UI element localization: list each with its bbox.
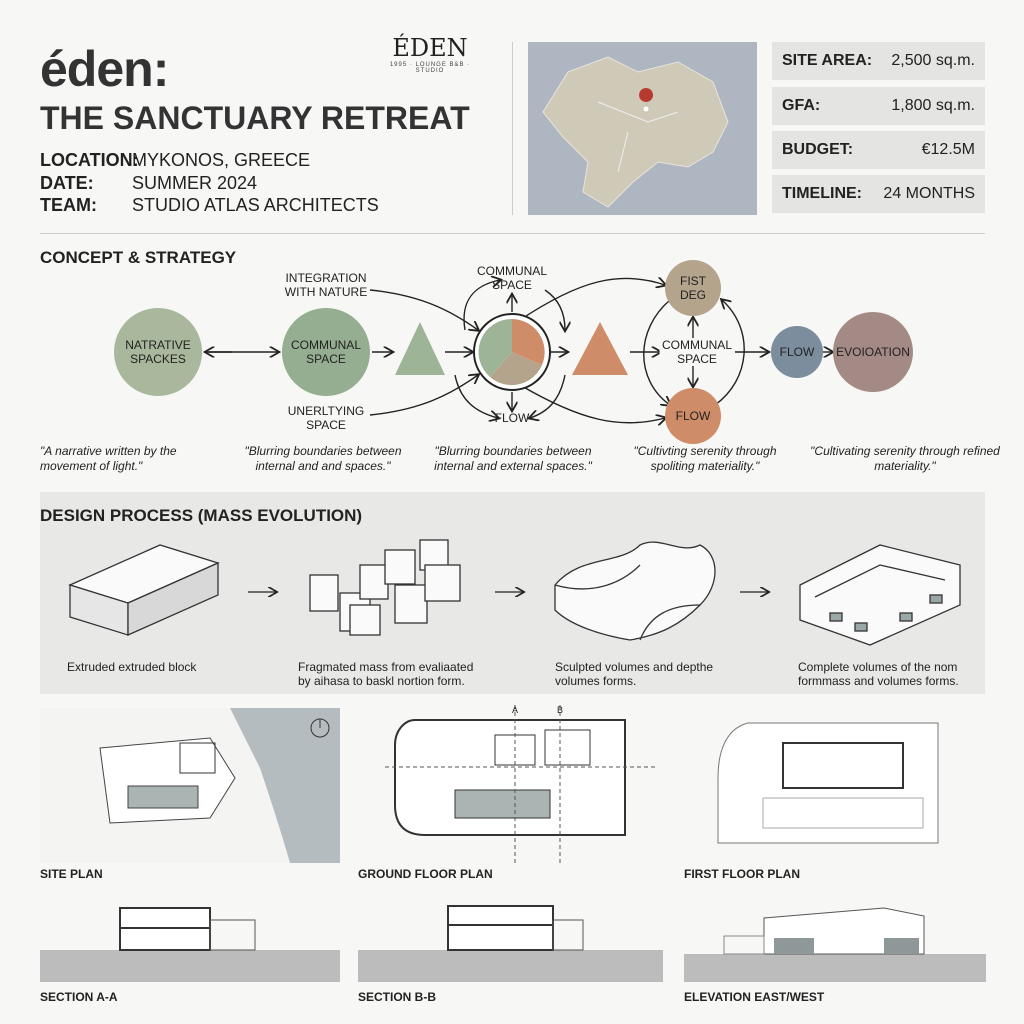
process-step-caption: Complete volumes of the nom formmass and… <box>798 660 959 688</box>
label-communal-top: COMMUNAL SPACE <box>476 264 547 292</box>
label-underlying: UNERLTYING SPACE <box>287 404 365 432</box>
logo-wordmark: ÉDEN <box>392 34 468 62</box>
info-value: SUMMER 2024 <box>132 173 258 193</box>
label-flow-bottom: FLOW <box>494 411 530 425</box>
drawing-label: SECTION A-A <box>40 990 118 1004</box>
drawing-label: ELEVATION EAST/WEST <box>684 990 825 1004</box>
triangle-green <box>395 322 445 375</box>
project-subtitle: THE SANCTUARY RETREAT <box>40 100 470 136</box>
info-label: TEAM: <box>40 195 97 215</box>
elevation-drawing[interactable] <box>684 898 986 983</box>
process-heading: DESIGN PROCESS (MASS EVOLUTION) <box>40 506 363 525</box>
process-step-caption: Fragmated mass from evaliaated by aihasa… <box>298 660 474 688</box>
stat-gfa: GFA: 1,800 sq.m. <box>772 87 985 125</box>
label-flow-orange: FLOW <box>675 409 711 423</box>
info-value: STUDIO ATLAS ARCHITECTS <box>132 195 379 215</box>
stat-value: 2,500 sq.m. <box>891 52 975 69</box>
concept-quote: "Blurring boundaries between internal an… <box>244 444 402 473</box>
process-step-caption: Sculpted volumes and depthe volumes form… <box>555 660 714 688</box>
node-narrative <box>114 308 202 396</box>
concept-quote: "Cultivting serenity through spoliting m… <box>633 444 777 473</box>
section-bb-drawing[interactable] <box>358 900 663 985</box>
node-flow-orange <box>665 388 721 444</box>
stat-value: 24 MONTHS <box>883 185 975 202</box>
concept-quote: "A narrative written by the movement of … <box>40 444 177 473</box>
section-aa-drawing[interactable] <box>40 900 340 985</box>
stat-label: TIMELINE: <box>782 185 862 202</box>
section-mark-b: B <box>557 705 564 715</box>
info-team: TEAM: STUDIO ATLAS ARCHITECTS <box>40 195 379 216</box>
stat-value: €12.5M <box>921 141 975 158</box>
logo-tagline: 1995 · LOUNGE B&B · STUDIO <box>389 62 471 74</box>
mass-evolution-diagrams <box>68 539 961 646</box>
island-map <box>542 56 729 208</box>
drawing-label: SITE PLAN <box>40 867 103 881</box>
section-divider <box>40 233 985 234</box>
node-communal <box>282 308 370 396</box>
mass-sculpted <box>554 541 716 641</box>
stat-label: GFA: <box>782 97 821 114</box>
info-value: MYKONOS, GREECE <box>132 150 311 170</box>
divider <box>512 42 513 215</box>
label-flow-blue: FLOW <box>779 345 815 359</box>
concept-heading: CONCEPT & STRATEGY <box>40 248 237 267</box>
node-fist-deg <box>665 260 721 316</box>
ground-floor-plan-drawing[interactable] <box>385 705 655 865</box>
location-pin-icon <box>639 88 654 122</box>
stat-timeline: TIMELINE: 24 MONTHS <box>772 175 985 213</box>
north-arrow-icon <box>310 718 330 738</box>
stat-value: 1,800 sq.m. <box>891 97 975 114</box>
info-date: DATE: SUMMER 2024 <box>40 173 257 194</box>
stat-label: SITE AREA: <box>782 52 873 69</box>
drawing-label: SECTION B-B <box>358 990 436 1004</box>
node-flow-blue <box>771 326 823 378</box>
concept-quote: "Blurring boundaries between internal an… <box>434 444 592 473</box>
stat-site-area: SITE AREA: 2,500 sq.m. <box>772 42 985 80</box>
triangle-orange <box>572 322 628 375</box>
label-narrative: NATRATIVE SPACKES <box>125 338 191 366</box>
label-evolution: EVOIOATION <box>836 345 910 359</box>
drawing-label: GROUND FLOOR PLAN <box>358 867 493 881</box>
concept-diagram <box>114 260 913 444</box>
site-plan-drawing[interactable] <box>40 708 340 863</box>
label-communal-2: COMMUNAL SPACE <box>659 338 735 366</box>
project-title: éden: <box>40 41 169 97</box>
stat-budget: BUDGET: €12.5M <box>772 131 985 169</box>
node-evolution <box>833 312 913 392</box>
info-label: DATE: <box>40 173 94 193</box>
label-communal: COMMUNAL SPACE <box>290 338 361 366</box>
label-integration: INTEGRATION WITH NATURE <box>284 271 368 299</box>
section-mark-a: A <box>512 705 519 715</box>
info-label: LOCATION: <box>40 150 139 170</box>
label-fist-deg: FIST DEG <box>679 274 706 302</box>
site-map[interactable] <box>528 42 757 215</box>
process-step-caption: Extruded extruded block <box>67 660 197 674</box>
eden-logo: ÉDEN 1995 · LOUNGE B&B · STUDIO <box>380 34 480 104</box>
mass-fragmented <box>309 539 461 636</box>
first-floor-plan-drawing[interactable] <box>708 718 988 858</box>
stat-label: BUDGET: <box>782 141 854 158</box>
mass-block <box>68 544 220 637</box>
concept-quote: "Cultivating serenity through refined ma… <box>810 444 1000 473</box>
drawing-label: FIRST FLOOR PLAN <box>684 867 800 881</box>
mass-complete <box>799 544 961 646</box>
info-location: LOCATION:MYKONOS, GREECE <box>40 150 310 171</box>
